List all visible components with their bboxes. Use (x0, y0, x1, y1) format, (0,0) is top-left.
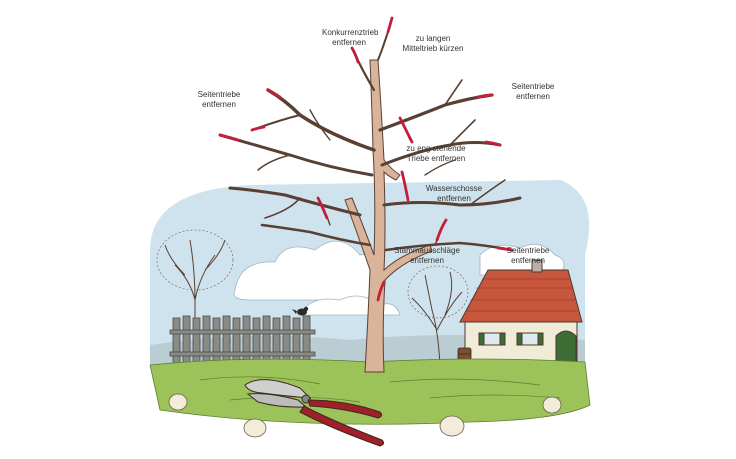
background-tree-left (156, 229, 234, 335)
main-tree (218, 16, 522, 373)
main-trunk (344, 59, 433, 373)
bird-icon (292, 306, 309, 316)
log-slices (168, 393, 562, 438)
cut-side-shoot-left-1 (266, 88, 282, 99)
lawn (149, 358, 591, 425)
grass-strokes (199, 376, 561, 403)
cut-trunk-sucker (376, 280, 386, 302)
cut-side-shoot-left-3 (218, 133, 240, 142)
pruning-cut-marks (218, 16, 514, 302)
label-eng-stehende: zu eng stehende Triebe entfernen (406, 144, 466, 163)
cut-side-shoot-right-3 (496, 246, 514, 252)
pruning-shears-icon (244, 379, 385, 447)
cut-side-shoot-right-2 (484, 140, 502, 147)
label-wasserschosse: Wasserschosse entfernen (425, 184, 483, 203)
background-tree-right (407, 265, 469, 366)
label-stammausschlaege: Stammausschläge entfernen (394, 246, 460, 265)
cut-competing-leader (350, 46, 360, 64)
label-seitentriebe-right-bottom: Seitentriebe entfernen (506, 246, 550, 265)
cut-close-shoot-1 (398, 116, 414, 144)
garden-fence (169, 315, 316, 367)
cottage (459, 259, 583, 367)
cut-side-shoot-right-1 (476, 93, 494, 99)
cut-leader-tip (386, 16, 394, 34)
cut-close-shoot-2 (316, 196, 329, 220)
cut-water-sprout-1 (400, 170, 410, 202)
label-seitentriebe-right-top: Seitentriebe entfernen (511, 82, 555, 101)
label-konkurrenztrieb: Konkurrenztrieb entfernen (322, 28, 379, 47)
cut-water-sprout-2 (435, 218, 448, 242)
label-seitentriebe-left: Seitentriebe entfernen (197, 90, 241, 109)
cut-side-shoot-left-2 (250, 125, 266, 132)
label-mitteltrieb: zu langen Mitteltrieb kürzen (402, 34, 464, 53)
